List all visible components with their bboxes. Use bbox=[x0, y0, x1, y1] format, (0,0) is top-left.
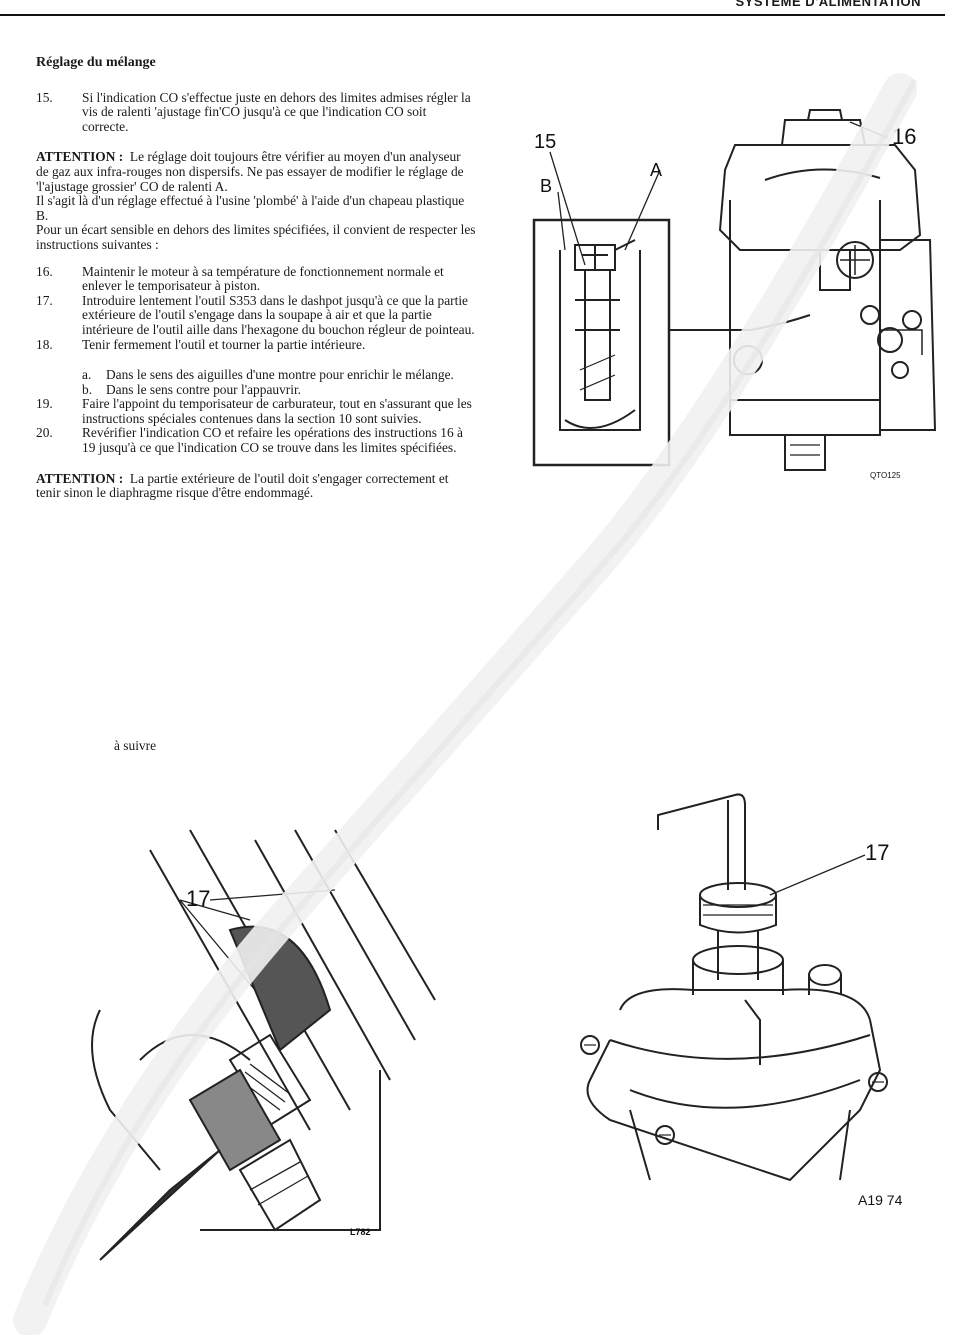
step-text: Maintenir le moteur à sa température de … bbox=[82, 263, 444, 294]
label-b: B bbox=[540, 176, 552, 196]
tool-section-illustration: 17 L782 bbox=[91, 829, 436, 1261]
tool-section-figure: 17 L782 bbox=[80, 810, 440, 1270]
sub-step-letter: a. bbox=[82, 367, 92, 383]
step-16: 16. Maintenir le moteur à sa température… bbox=[36, 263, 476, 294]
step-text: Faire l'appoint du temporisateur de carb… bbox=[82, 396, 472, 426]
continued-note: à suivre bbox=[114, 738, 157, 753]
step-text: Introduire lentement l'outil S353 dans l… bbox=[82, 292, 475, 337]
attention-line-3: Pour un écart sensible en dehors des lim… bbox=[36, 222, 476, 252]
step-17: 17. Introduire lentement l'outil S353 da… bbox=[36, 292, 476, 338]
attention-note-1: ATTENTION : Le réglage doit toujours êtr… bbox=[36, 150, 476, 194]
label-16: 16 bbox=[892, 124, 916, 149]
sub-step-text: Dans le sens des aiguilles d'une montre … bbox=[106, 367, 454, 383]
page-title: Réglage du mélange bbox=[36, 55, 156, 70]
figure-code: L782 bbox=[350, 1227, 371, 1237]
attention-label: ATTENTION : bbox=[36, 470, 124, 486]
sub-step-letter: b. bbox=[82, 381, 93, 397]
label-15: 15 bbox=[534, 131, 556, 153]
label-17: 17 bbox=[186, 886, 210, 911]
carburettor-figure: 15 16 A B QTO125 bbox=[520, 100, 950, 500]
step-number: 20. bbox=[36, 425, 53, 441]
step-20: 20. Revérifier l'indication CO et refair… bbox=[36, 426, 476, 455]
step-number: 16. bbox=[36, 263, 53, 279]
section-header: SYSTÈME D'ALIMENTATION bbox=[735, 0, 921, 9]
step-18-b: b. Dans le sens contre pour l'appauvrir. bbox=[36, 381, 476, 398]
figure-code: QTO125 bbox=[870, 471, 901, 480]
step-number: 19. bbox=[36, 396, 53, 412]
attention-line-2: Il s'agit là d'un réglage effectué à l'u… bbox=[36, 193, 465, 223]
step-text: Revérifier l'indication CO et refaire le… bbox=[82, 425, 463, 456]
step-19: 19. Faire l'appoint du temporisateur de … bbox=[36, 396, 476, 426]
sub-step-text: Dans le sens contre pour l'appauvrir. bbox=[106, 381, 302, 397]
step-18-a: a. Dans le sens des aiguilles d'une mont… bbox=[36, 367, 476, 383]
step-text: Tenir fermement l'outil et tourner la pa… bbox=[82, 336, 366, 352]
label-a: A bbox=[650, 160, 662, 180]
instructions-column: Réglage du mélange 15. Si l'indication C… bbox=[36, 55, 476, 501]
step-number: 15. bbox=[36, 89, 53, 105]
header-rule bbox=[0, 14, 945, 16]
figure-code: A19 74 bbox=[858, 1192, 903, 1208]
label-17: 17 bbox=[865, 840, 889, 865]
attention-note-2: ATTENTION : La partie extérieure de l'ou… bbox=[36, 470, 476, 501]
tool-dashpot-illustration: 17 A19 74 bbox=[580, 793, 903, 1208]
step-number: 18. bbox=[36, 336, 53, 352]
attention-label: ATTENTION : bbox=[36, 149, 124, 165]
step-15: 15. Si l'indication CO s'effectue juste … bbox=[36, 89, 476, 135]
carburettor-illustration: 15 16 A B QTO125 bbox=[532, 109, 937, 480]
step-text: Si l'indication CO s'effectue juste en d… bbox=[82, 89, 471, 134]
step-number: 17. bbox=[36, 292, 53, 308]
tool-dashpot-figure: 17 A19 74 bbox=[570, 780, 930, 1210]
step-18: 18. Tenir fermement l'outil et tourner l… bbox=[36, 336, 476, 353]
